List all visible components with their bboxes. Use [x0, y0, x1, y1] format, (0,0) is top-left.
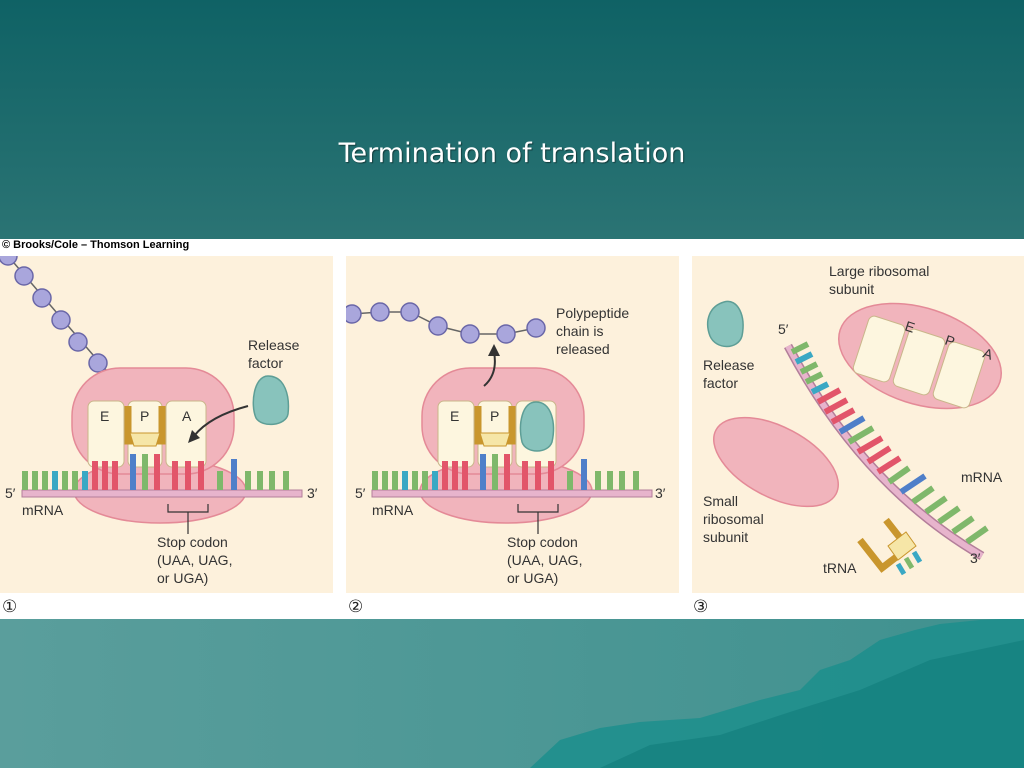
- trna-in-p-site: [474, 406, 516, 447]
- site-e-label: E: [450, 408, 459, 424]
- site-p-label: P: [140, 408, 149, 424]
- step-number-2: ②: [348, 597, 364, 616]
- release-factor-label: Release factor: [248, 337, 300, 371]
- stop-codon-label: Stop codon (UAA, UAG, or UGA): [157, 534, 233, 586]
- panel-step-2: E P Polypeptide chain is released 5′ 3′ …: [346, 256, 679, 593]
- trna-label: tRNA: [823, 560, 857, 576]
- step-number-1: ①: [2, 597, 18, 616]
- mrna-strand: [21, 454, 303, 498]
- arrow-release-factor-to-a-site: [188, 405, 249, 443]
- figure: © Brooks/Cole – Thomson Learning: [0, 239, 1024, 619]
- step-number-3: ③: [693, 597, 709, 616]
- copyright-notice: © Brooks/Cole – Thomson Learning: [2, 239, 190, 251]
- release-factor-shape: [252, 375, 290, 426]
- panel-step-1: E P A Release factor 5′ 3′ mRNA Stop cod…: [0, 256, 333, 593]
- small-subunit-label: Small ribosomal subunit: [703, 493, 764, 545]
- three-prime-label: 3′: [655, 485, 666, 501]
- stop-codon-bracket: [517, 504, 559, 534]
- released-polypeptide-chain: [346, 302, 546, 344]
- three-prime-label: 3′: [970, 550, 981, 566]
- mrna-strand: [784, 341, 989, 560]
- stop-codon-label: Stop codon (UAA, UAG, or UGA): [507, 534, 583, 586]
- three-prime-label: 3′: [307, 485, 318, 501]
- polypeptide-released-label: Polypeptide chain is released: [556, 305, 630, 357]
- free-trna: [857, 517, 923, 576]
- release-factor-label: Release factor: [703, 357, 755, 391]
- five-prime-label: 5′: [355, 485, 366, 501]
- mrna-strand: [371, 454, 653, 498]
- large-subunit-label: Large ribosomal subunit: [829, 263, 930, 297]
- five-prime-label: 5′: [5, 485, 16, 501]
- site-e-label: E: [100, 408, 109, 424]
- mrna-label: mRNA: [372, 502, 414, 518]
- stop-codon-bracket: [167, 504, 209, 534]
- slide-title: Termination of translation: [338, 138, 686, 169]
- arrow-chain-release: [483, 344, 500, 387]
- panel-step-3: E P A: [692, 256, 1024, 593]
- release-factor-shape: [706, 300, 744, 348]
- site-a-label: A: [182, 408, 192, 424]
- five-prime-label: 5′: [778, 321, 789, 337]
- release-factor-in-a-site: [519, 401, 555, 452]
- large-ribosomal-subunit: [837, 302, 1003, 410]
- mrna-label: mRNA: [22, 502, 64, 518]
- small-ribosomal-subunit: [713, 416, 839, 508]
- site-p-label: P: [490, 408, 499, 424]
- trna-in-p-site: [124, 406, 166, 447]
- mrna-label: mRNA: [961, 469, 1003, 485]
